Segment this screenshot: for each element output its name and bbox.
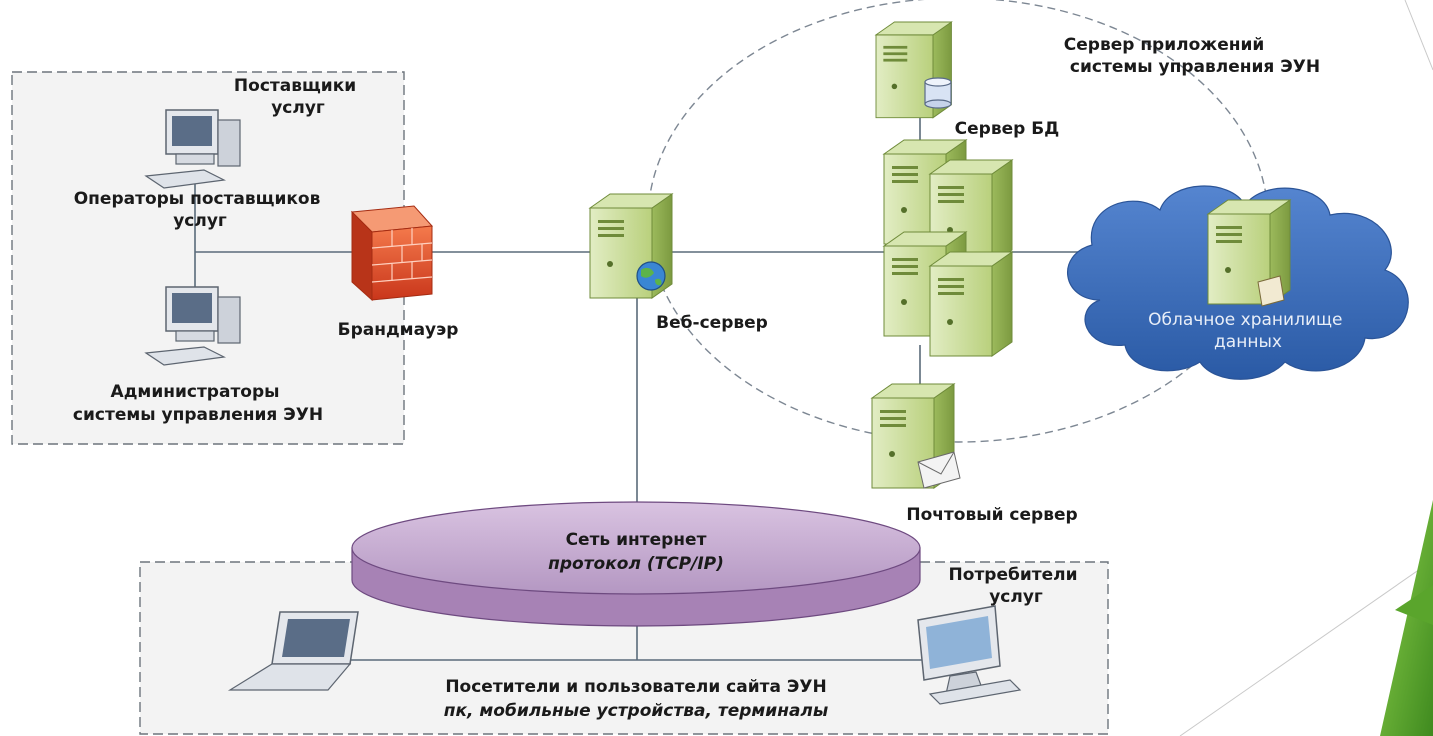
document-icon bbox=[1257, 275, 1285, 307]
app-server-cluster bbox=[883, 139, 1013, 357]
slide-corner-decoration bbox=[1179, 0, 1433, 736]
internet-label: Сеть интернет bbox=[566, 530, 707, 550]
internet-network: Сеть интернет протокол (TCP/IP) bbox=[351, 501, 921, 627]
laptop-icon bbox=[227, 611, 359, 691]
connection-lines bbox=[194, 95, 1090, 661]
mail-server: Почтовый сервер bbox=[871, 383, 1078, 525]
cloud-storage: Облачное хранилище данных bbox=[1067, 185, 1409, 380]
monitor-icon bbox=[917, 605, 1022, 705]
firewall-label: Брандмауэр bbox=[338, 320, 459, 340]
operators-label: Операторы поставщиков услуг bbox=[74, 189, 327, 231]
firewall: Брандмауэр bbox=[338, 205, 459, 340]
web-server-label: Веб-сервер bbox=[656, 313, 768, 333]
consumers-title: Потребители услуг bbox=[949, 565, 1084, 607]
firewall-icon bbox=[350, 205, 434, 302]
app-server-label: Сервер приложений системы управления ЭУН bbox=[1064, 35, 1320, 77]
globe-icon bbox=[636, 261, 666, 291]
envelope-icon bbox=[917, 451, 961, 489]
db-server: Сервер приложений системы управления ЭУН… bbox=[875, 21, 1320, 139]
web-server: Веб-сервер bbox=[589, 193, 768, 333]
cloud-storage-label: Облачное хранилище данных bbox=[1148, 310, 1348, 352]
visitors-label: Посетители и пользователи сайта ЭУН bbox=[445, 677, 826, 697]
providers-contents: Поставщики услуг Операторы поставщиков у… bbox=[73, 76, 362, 425]
providers-title: Поставщики услуг bbox=[234, 76, 362, 118]
admins-label: Администраторы системы управления ЭУН bbox=[73, 382, 323, 425]
protocol-label: протокол (TCP/IP) bbox=[548, 554, 724, 574]
database-icon bbox=[924, 77, 952, 109]
db-server-label: Сервер БД bbox=[955, 119, 1060, 139]
mail-server-label: Почтовый сервер bbox=[906, 505, 1077, 525]
consumers-contents: Потребители услуг Посетители и пользоват… bbox=[227, 565, 1084, 721]
server-icon bbox=[929, 251, 1013, 357]
visitors-devices-label: пк, мобильные устройства, терминалы bbox=[444, 701, 829, 721]
